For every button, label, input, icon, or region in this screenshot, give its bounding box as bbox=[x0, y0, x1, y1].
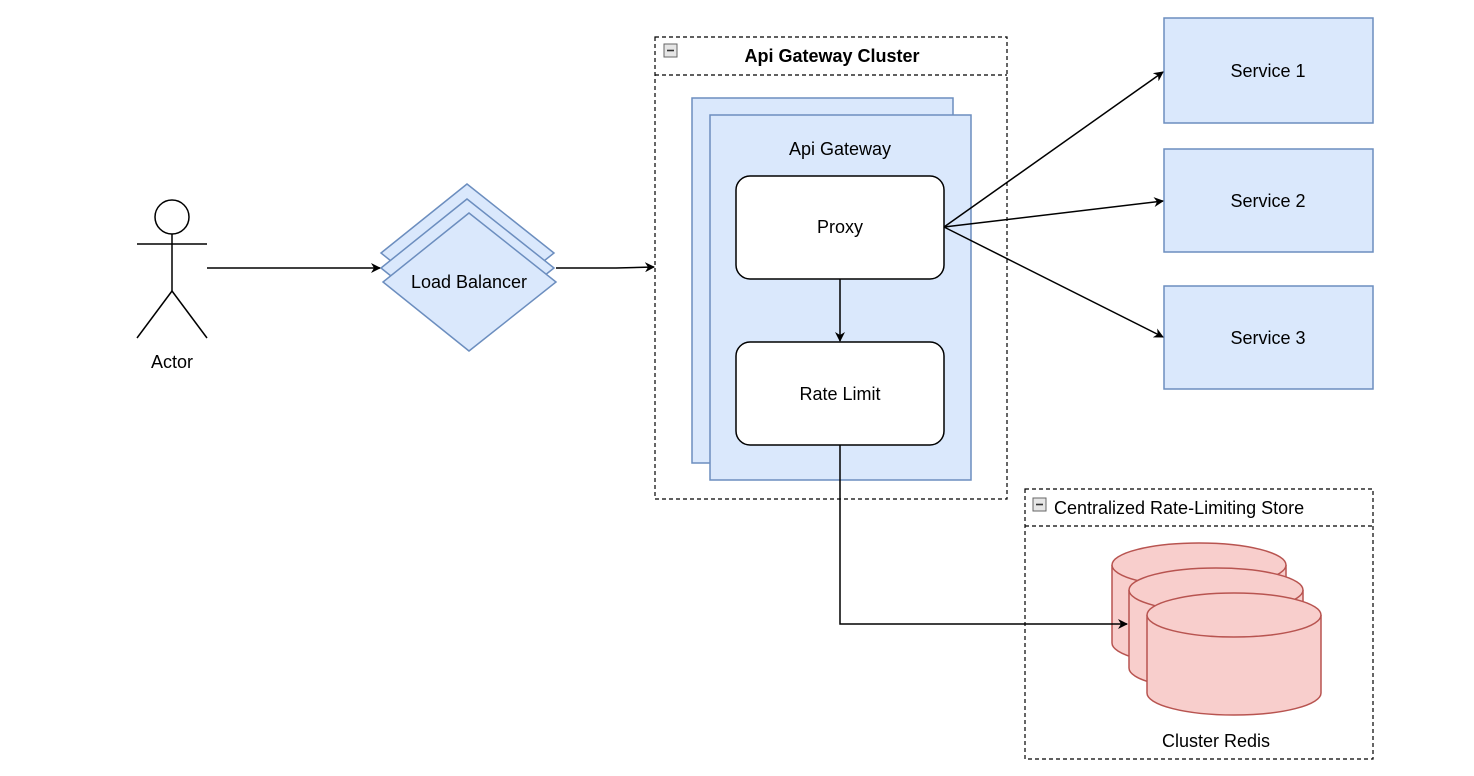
rate-limiting-store-title: Centralized Rate-Limiting Store bbox=[1054, 498, 1304, 518]
service-2-label: Service 2 bbox=[1230, 191, 1305, 211]
edge-proxy-to-service-1 bbox=[943, 71, 1164, 228]
api-gateway-cluster-title: Api Gateway Cluster bbox=[744, 46, 919, 66]
api-gateway-cluster-container[interactable]: Api Gateway Cluster bbox=[654, 36, 1008, 500]
rate-limit-node[interactable]: Rate Limit bbox=[735, 341, 945, 446]
load-balancer-node[interactable]: Load Balancer bbox=[379, 183, 558, 352]
edge-rate-limit-to-cluster-redis bbox=[839, 445, 1128, 629]
service-3-node[interactable]: Service 3 bbox=[1163, 285, 1374, 390]
minus-square-icon[interactable] bbox=[663, 43, 678, 58]
api-gateway-label: Api Gateway bbox=[789, 139, 891, 159]
actor-label: Actor bbox=[151, 352, 193, 372]
minus-square-icon[interactable] bbox=[1032, 497, 1047, 512]
edge-proxy-to-service-2 bbox=[943, 197, 1164, 228]
stick-figure-icon bbox=[136, 199, 208, 339]
service-1-label: Service 1 bbox=[1230, 61, 1305, 81]
edges bbox=[207, 71, 1164, 629]
service-2-node[interactable]: Service 2 bbox=[1163, 148, 1374, 253]
load-balancer-label: Load Balancer bbox=[411, 272, 527, 292]
rate-limit-label: Rate Limit bbox=[799, 384, 880, 404]
edge-load-balancer-to-gateway-cluster bbox=[556, 262, 655, 273]
cluster-redis-label: Cluster Redis bbox=[1162, 731, 1270, 751]
actor-node[interactable]: Actor bbox=[136, 199, 208, 372]
edge-proxy-to-service-3 bbox=[943, 226, 1164, 338]
database-cylinder-icon bbox=[1111, 542, 1322, 716]
cluster-redis-node[interactable]: Cluster Redis bbox=[1111, 542, 1322, 751]
proxy-node[interactable]: Proxy bbox=[735, 175, 945, 280]
service-1-node[interactable]: Service 1 bbox=[1163, 17, 1374, 124]
proxy-label: Proxy bbox=[817, 217, 863, 237]
service-3-label: Service 3 bbox=[1230, 328, 1305, 348]
